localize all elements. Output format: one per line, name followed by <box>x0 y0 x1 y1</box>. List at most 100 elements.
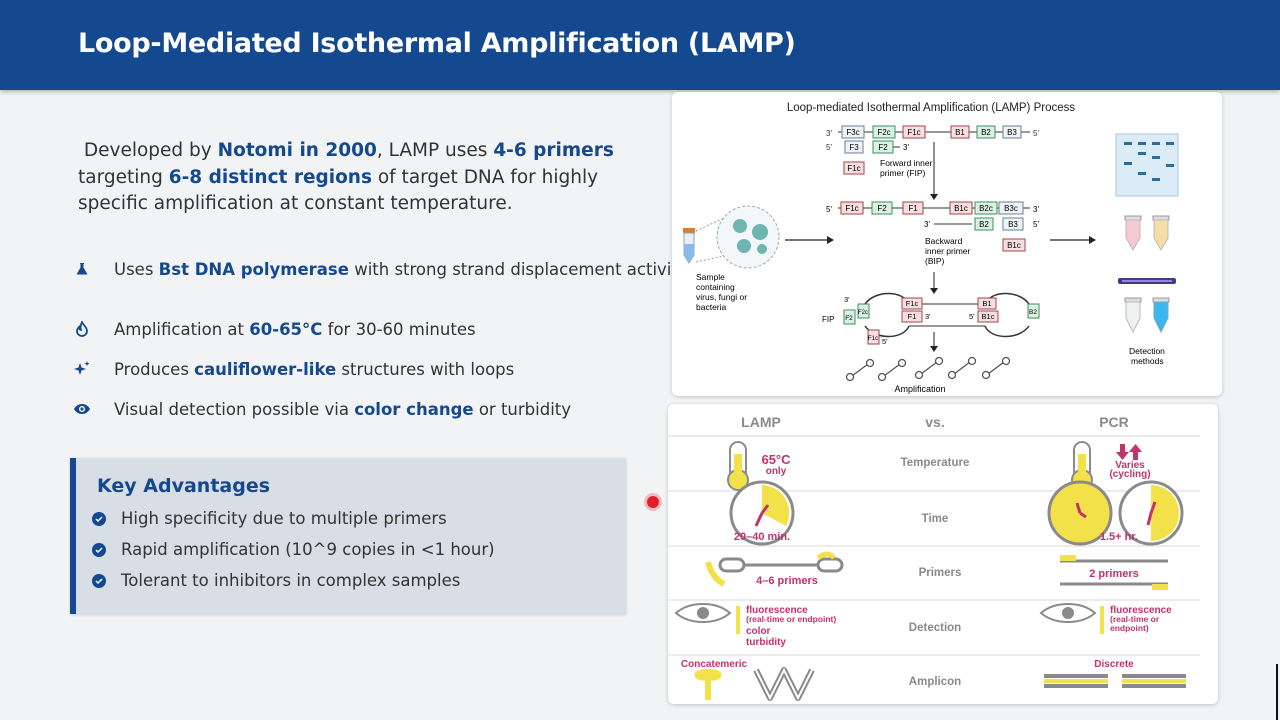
lamp-detection-value: fluorescence(real-time or endpoint)color… <box>746 605 836 648</box>
intro-highlight-notomi: Notomi in 2000 <box>217 140 377 161</box>
bullet-detection: Visual detection possible via color chan… <box>72 399 571 419</box>
bullet-polymerase: Uses Bst DNA polymerase with strong stra… <box>72 259 688 279</box>
flask-icon <box>72 259 92 279</box>
svg-text:B3: B3 <box>1008 220 1018 229</box>
pcr-column-header: PCR <box>1099 414 1129 430</box>
pointer-dot <box>647 496 659 508</box>
edge-line <box>1276 664 1278 720</box>
lamp-vs-pcr-figure: LAMP vs. PCR Temperature Time Primers De… <box>668 404 1218 704</box>
bullet-highlight: Bst DNA polymerase <box>158 259 349 279</box>
key-advantages-title: Key Advantages <box>97 475 271 497</box>
svg-text:5': 5' <box>969 312 975 321</box>
discrete-amplicon-icon <box>1044 674 1186 688</box>
svg-text:F1c: F1c <box>847 164 860 173</box>
svg-text:5': 5' <box>882 337 888 346</box>
svg-text:5': 5' <box>1033 220 1039 229</box>
primer-row-1: F3c F2c F1c B1 B2 B3 <box>841 125 1022 139</box>
svg-text:5': 5' <box>1033 129 1039 138</box>
lamp-primers-value: 4–6 primers <box>756 575 818 587</box>
svg-text:F1c: F1c <box>907 128 920 137</box>
intro-text: , LAMP uses <box>376 140 494 161</box>
amplification-label: Amplification <box>894 384 945 394</box>
bullet-highlight: 60-65°C <box>249 319 323 339</box>
row-label-temperature: Temperature <box>901 457 970 469</box>
svg-text:B2: B2 <box>979 220 989 229</box>
thermometer-icon <box>727 441 749 491</box>
svg-text:B2: B2 <box>981 128 991 137</box>
eye-icon <box>72 399 92 419</box>
svg-text:F1: F1 <box>908 204 918 213</box>
svg-text:F2c: F2c <box>858 310 868 316</box>
up-down-arrows-icon <box>1116 444 1142 460</box>
svg-text:B1c: B1c <box>954 204 968 213</box>
flame-icon <box>72 319 92 339</box>
sparkle-icon <box>72 359 92 379</box>
amplification-products-icon <box>845 356 1011 382</box>
lamp-column-header: LAMP <box>741 414 781 430</box>
sample-tube-icon <box>683 228 695 264</box>
svg-text:F3: F3 <box>849 143 859 152</box>
gel-electrophoresis-icon <box>1115 133 1179 197</box>
advantage-item: Rapid amplification (10^9 copies in <1 h… <box>92 540 495 559</box>
row-label-amplicon: Amplicon <box>909 676 961 688</box>
pcr-time-value: 1.5+ hr. <box>1100 531 1138 543</box>
lamp-amplicon-value: Concatemeric <box>681 659 748 670</box>
row-label-time: Time <box>922 513 949 525</box>
intro-text: of target DNA for highly specific amplif… <box>78 166 599 215</box>
intro-text: Developed by <box>83 140 218 161</box>
pcr-amplicon-value: Discrete <box>1094 659 1134 670</box>
svg-text:F2: F2 <box>878 143 888 152</box>
figure-title: Loop-mediated Isothermal Amplification (… <box>787 102 1076 114</box>
color-tubes-icon <box>1124 215 1170 251</box>
check-circle-icon <box>92 573 106 588</box>
eye-icon <box>1039 603 1104 634</box>
page-title: Loop-Mediated Isothermal Amplification (… <box>78 28 796 59</box>
row-label-primers: Primers <box>919 567 962 579</box>
svg-text:F3c: F3c <box>846 128 859 137</box>
svg-text:3': 3' <box>925 312 931 321</box>
intro-paragraph: Developed by Notomi in 2000, LAMP uses 4… <box>78 138 638 218</box>
svg-text:B1: B1 <box>955 128 965 137</box>
svg-text:B1c: B1c <box>1007 241 1021 250</box>
lamp-primers-icon <box>705 551 844 587</box>
svg-text:B3c: B3c <box>1004 204 1018 213</box>
svg-text:B1c: B1c <box>982 312 995 321</box>
pcr-primers-value: 2 primers <box>1089 568 1139 580</box>
svg-text:F1c: F1c <box>845 204 858 213</box>
svg-text:B2c: B2c <box>979 204 993 213</box>
svg-text:3': 3' <box>1033 205 1039 214</box>
svg-text:B3: B3 <box>1007 128 1017 137</box>
pcr-temperature-value: Varies(cycling) <box>1109 460 1150 480</box>
vs-header: vs. <box>925 414 944 430</box>
svg-text:F2: F2 <box>877 204 887 213</box>
svg-text:F2c: F2c <box>877 128 890 137</box>
advantage-item: High specificity due to multiple primers <box>92 509 447 528</box>
concatemer-icon <box>694 667 815 701</box>
lamp-process-figure: Loop-mediated Isothermal Amplification (… <box>672 92 1222 396</box>
svg-text:F1c: F1c <box>868 336 878 342</box>
svg-text:3': 3' <box>826 129 832 138</box>
key-advantages-panel: Key Advantages High specificity due to m… <box>70 458 626 614</box>
title-bar: Loop-Mediated Isothermal Amplification (… <box>0 0 1280 90</box>
svg-text:F1c: F1c <box>906 299 919 308</box>
svg-text:3': 3' <box>924 220 930 229</box>
intro-text: targeting <box>78 166 169 188</box>
intro-highlight-primers: 4-6 primers <box>493 140 614 161</box>
svg-text:3': 3' <box>844 295 850 304</box>
svg-text:5': 5' <box>826 143 832 152</box>
bullet-highlight: cauliflower-like <box>194 359 337 379</box>
uv-tubes-icon <box>1118 278 1176 334</box>
clock-icon <box>729 480 795 546</box>
svg-text:F2: F2 <box>845 315 853 322</box>
bullet-temperature: Amplification at 60-65°C for 30-60 minut… <box>72 319 476 339</box>
svg-text:5': 5' <box>826 205 832 214</box>
fip-short-label: FIP <box>822 315 834 324</box>
check-circle-icon <box>92 542 106 557</box>
lamp-time-value: 20–40 min. <box>734 531 790 543</box>
svg-text:B2: B2 <box>1029 309 1037 316</box>
